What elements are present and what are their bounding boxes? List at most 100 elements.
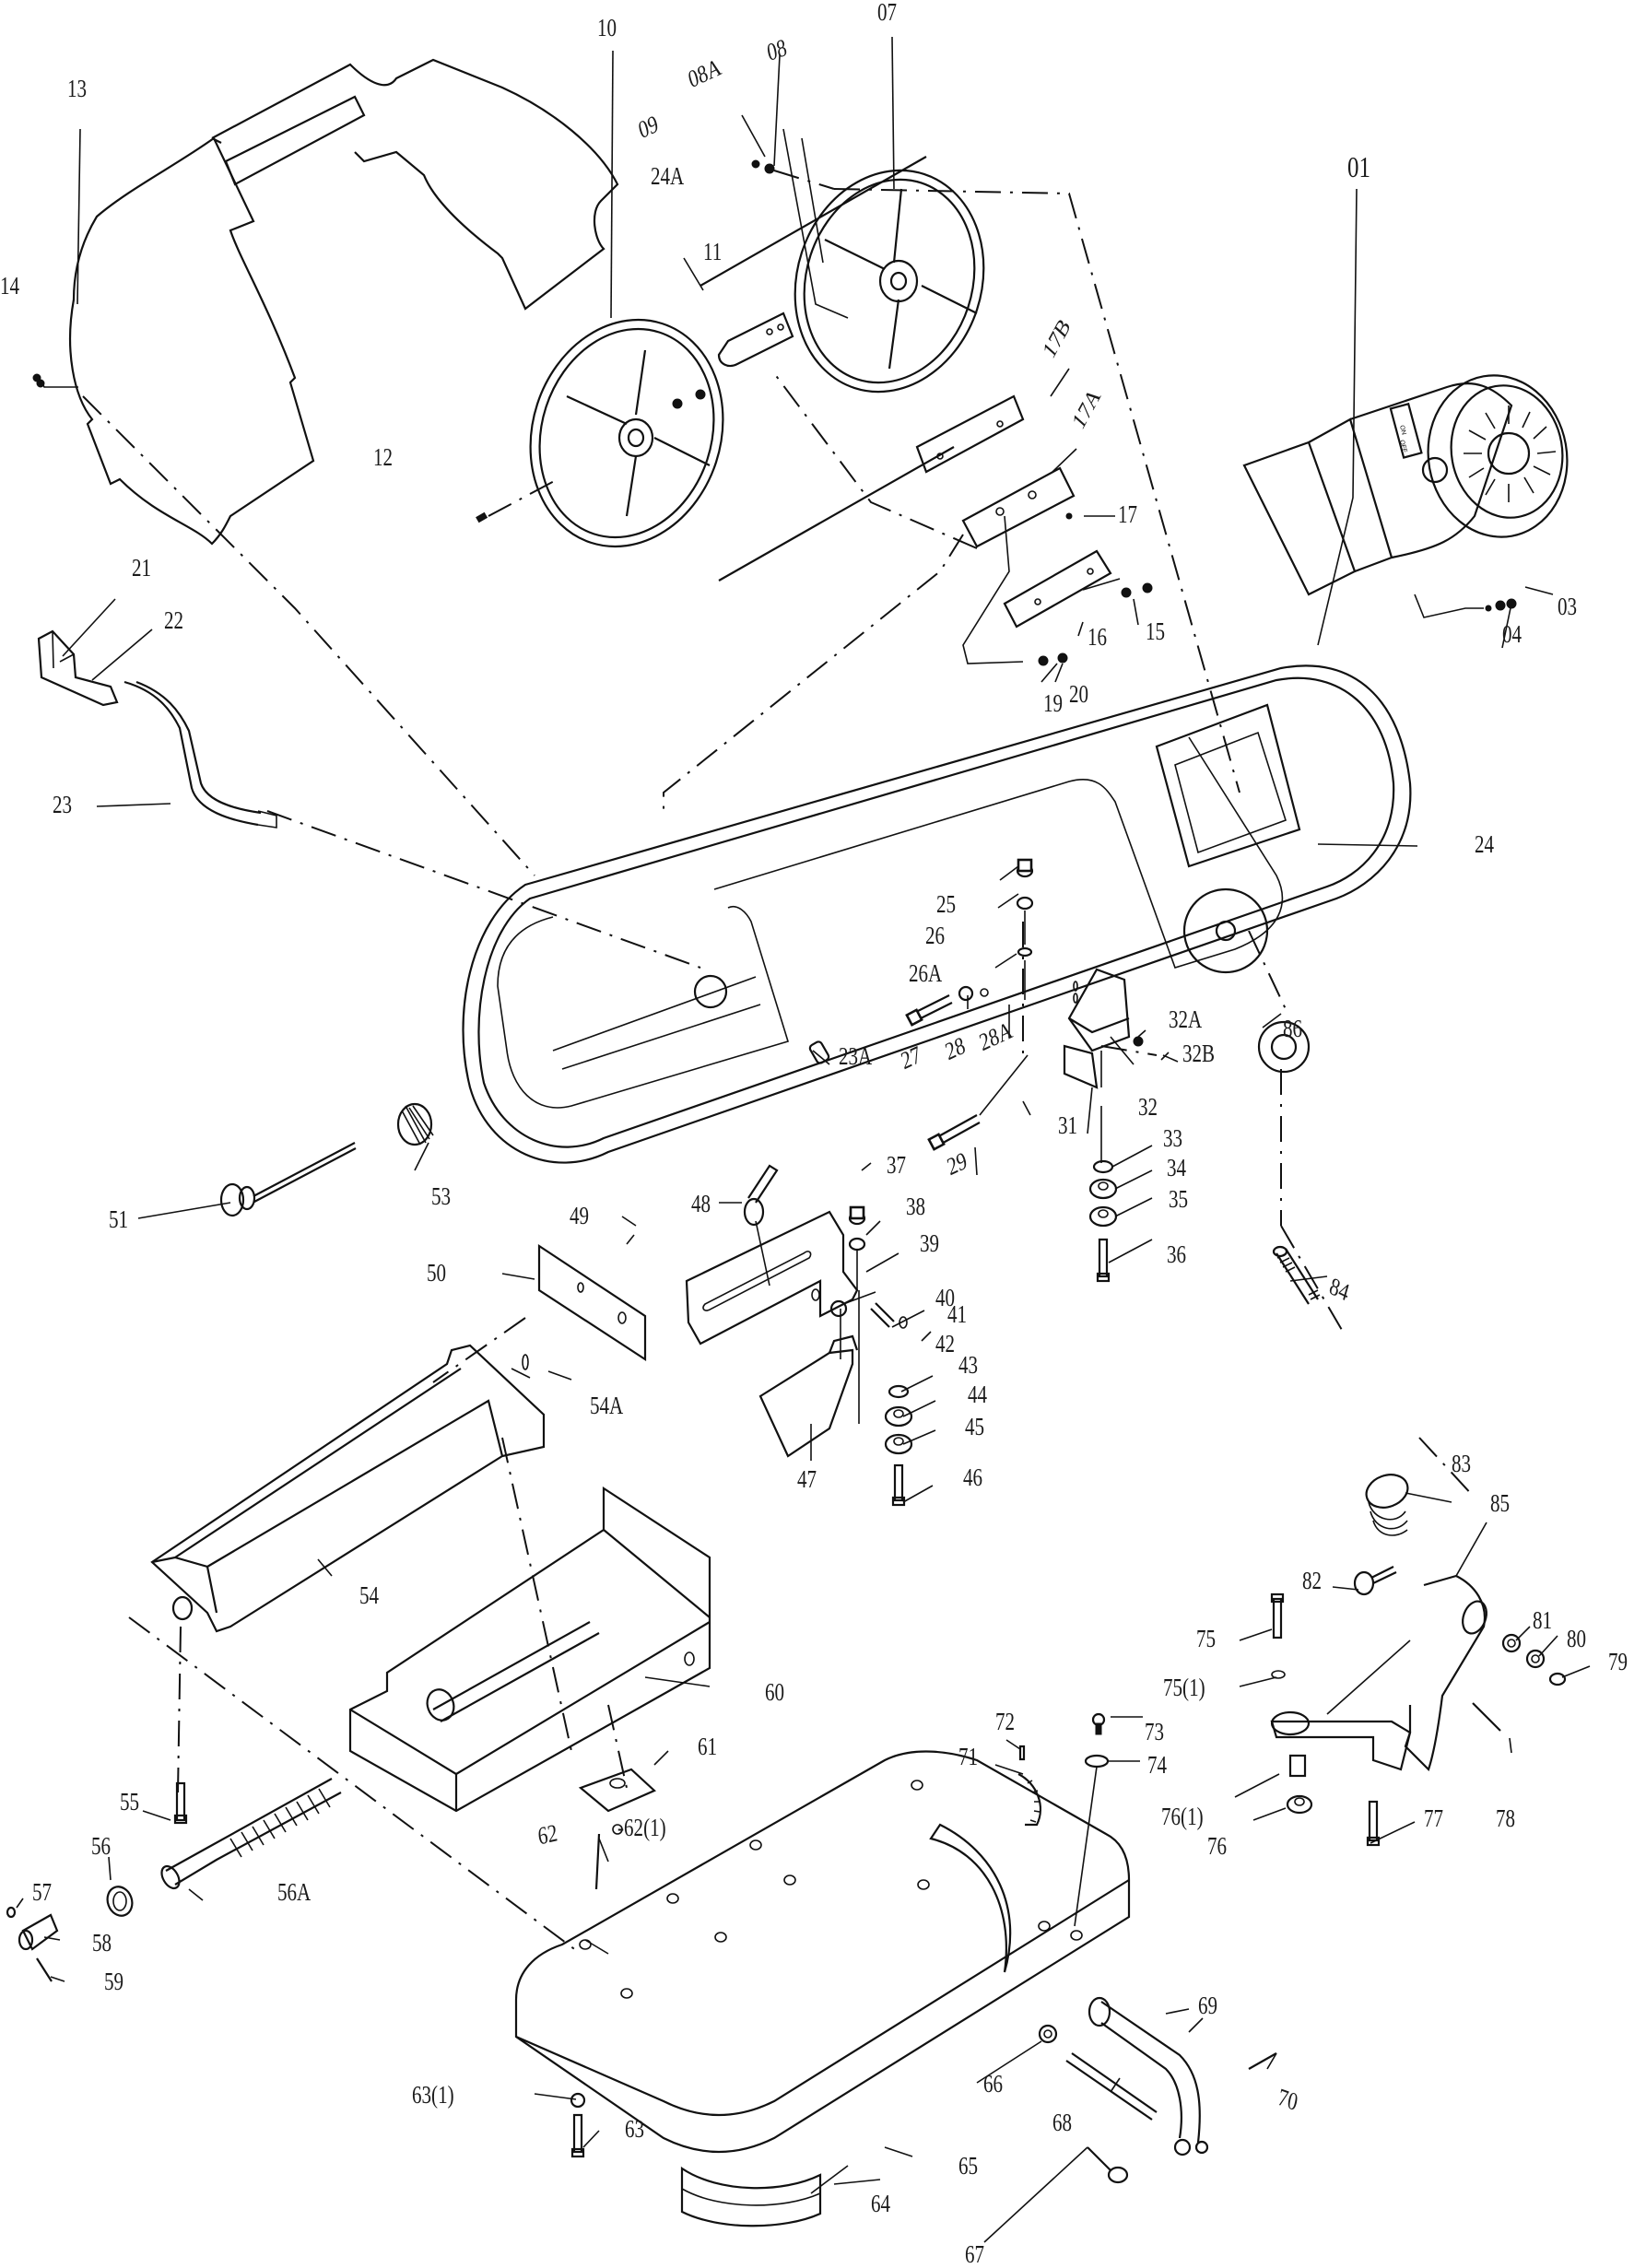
- label-53: 53: [431, 1182, 452, 1210]
- part-07-drive-wheel: [794, 169, 985, 394]
- part-86-washer: [1257, 1020, 1311, 1074]
- part-75-pivot-base: [1270, 1639, 1412, 1771]
- label-24: 24: [1475, 830, 1495, 858]
- part-03-04-screw-washer: [1414, 593, 1517, 618]
- part-08A-screw: [751, 159, 760, 169]
- label-32A: 32A: [1169, 1005, 1203, 1033]
- label-25: 25: [936, 890, 957, 918]
- label-13: 13: [67, 75, 88, 102]
- part-68-shaft: [1065, 2052, 1158, 2121]
- label-56: 56: [91, 1832, 112, 1860]
- label-38: 38: [906, 1193, 926, 1220]
- label-44: 44: [968, 1381, 988, 1408]
- label-54A: 54A: [590, 1392, 624, 1419]
- label-73: 73: [1145, 1718, 1165, 1745]
- part-28A-nut: [980, 988, 989, 997]
- label-40: 40: [935, 1284, 956, 1311]
- leader-lines: [16, 36, 1591, 2243]
- label-24A: 24A: [651, 162, 685, 190]
- part-24-saw-frame: [462, 664, 1412, 1164]
- part-11-nut-b: [695, 389, 706, 400]
- label-86: 86: [1283, 1015, 1303, 1042]
- part-34-bearing: [1088, 1178, 1118, 1200]
- part-08-washer: [764, 163, 775, 174]
- label-33: 33: [1163, 1124, 1183, 1152]
- part-85-pivot-bracket: [1404, 1574, 1487, 1772]
- part-13-wheel-cover: [68, 58, 619, 546]
- part-12-screw: [476, 511, 488, 523]
- part-39-guide-arm: [685, 1210, 859, 1346]
- label-41: 41: [947, 1300, 968, 1328]
- part-01-motor: ON OFF: [1242, 374, 1569, 596]
- label-81: 81: [1533, 1606, 1553, 1634]
- part-69-stand-arm: [1088, 1996, 1209, 2156]
- part-56-bushing: [106, 1886, 134, 1917]
- part-72-pointer: [1018, 1745, 1026, 1761]
- part-32A-nut: [1133, 1036, 1144, 1047]
- part-60-vise-jaw: [348, 1486, 711, 1813]
- part-28-washer: [958, 985, 974, 1002]
- part-84-threaded-rod: [1272, 1245, 1321, 1305]
- part-26A-washer: [1017, 946, 1033, 958]
- part-70-bolt: [1248, 2052, 1277, 2070]
- part-57-set-screw: [6, 1906, 17, 1919]
- part-81-nut: [1501, 1633, 1522, 1653]
- part-62-bolt: [594, 1833, 601, 1890]
- part-46-eccentric-bolt: [891, 1463, 906, 1507]
- part-73-screw: [1091, 1712, 1106, 1735]
- part-51-tension-knob: [219, 1142, 357, 1217]
- part-77-bolt: [1366, 1800, 1381, 1847]
- part-19-20-washer-screw: [962, 515, 1068, 666]
- label-74: 74: [1147, 1751, 1168, 1779]
- label-54: 54: [359, 1581, 380, 1609]
- label-47: 47: [797, 1465, 817, 1493]
- part-23-power-cord: [123, 680, 277, 828]
- label-75: 75: [1196, 1625, 1217, 1652]
- label-79: 79: [1608, 1648, 1628, 1675]
- label-85: 85: [1490, 1489, 1511, 1517]
- part-33-washer: [1092, 1159, 1114, 1174]
- part-10-idler-wheel: [529, 156, 955, 582]
- label-31: 31: [1058, 1111, 1078, 1139]
- part-56A-lead-screw: [160, 1778, 342, 1890]
- part-14-screw: [32, 373, 78, 388]
- label-65: 65: [958, 2152, 979, 2180]
- label-36: 36: [1167, 1240, 1187, 1268]
- part-66-nut: [1038, 2024, 1058, 2044]
- label-72: 72: [995, 1708, 1016, 1735]
- label-37: 37: [887, 1151, 907, 1179]
- label-43: 43: [958, 1351, 979, 1379]
- assembly-lines: [82, 188, 1476, 1955]
- part-15-16-screw-washer: [1082, 578, 1153, 598]
- part-76-1-sleeve: [1288, 1754, 1307, 1778]
- part-27-bolt: [905, 994, 953, 1027]
- part-71-angle-scale: [1017, 1773, 1041, 1827]
- part-82-lock-handle: [1353, 1566, 1397, 1596]
- part-23A-spring: [808, 1040, 830, 1064]
- label-19: 19: [1043, 689, 1064, 717]
- part-64-chip-tray: [680, 2166, 822, 2227]
- label-58: 58: [92, 1929, 112, 1957]
- part-63-1-washer: [570, 2092, 586, 2109]
- label-80: 80: [1567, 1625, 1587, 1652]
- label-63: 63: [625, 2115, 645, 2143]
- part-50-plate: [537, 1243, 647, 1362]
- label-42: 42: [935, 1330, 956, 1357]
- label-83: 83: [1452, 1450, 1472, 1477]
- part-83-spring: [1365, 1474, 1409, 1536]
- label-32B: 32B: [1182, 1040, 1216, 1067]
- label-55: 55: [120, 1788, 140, 1816]
- part-53-spring: [396, 1102, 434, 1146]
- label-50: 50: [427, 1259, 447, 1287]
- label-32: 32: [1138, 1093, 1158, 1121]
- label-56A: 56A: [277, 1878, 312, 1906]
- part-54A-ring: [522, 1354, 529, 1370]
- part-45-bearing: [884, 1433, 913, 1455]
- part-38-washer: [848, 1237, 866, 1252]
- part-61-t-nut: [578, 1768, 656, 1813]
- part-58-collar: [18, 1913, 59, 1951]
- part-35-bearing: [1088, 1205, 1118, 1228]
- label-61: 61: [698, 1733, 718, 1760]
- label-35: 35: [1169, 1185, 1189, 1213]
